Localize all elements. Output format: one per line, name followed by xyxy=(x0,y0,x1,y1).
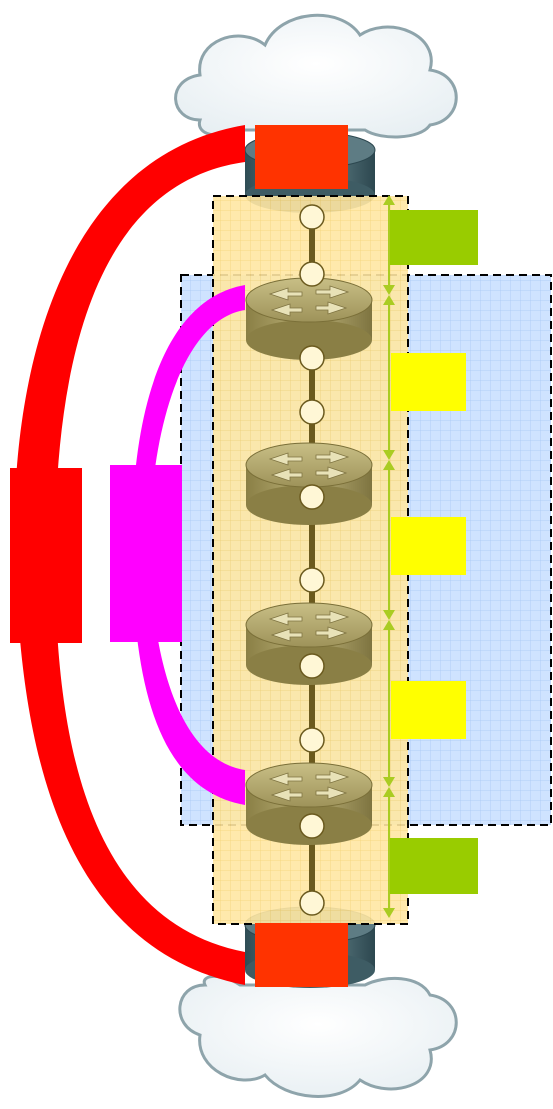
interface-10 xyxy=(299,890,325,916)
interface-3 xyxy=(299,345,325,371)
interface-2 xyxy=(299,261,325,287)
green-label-box-bottom xyxy=(390,838,478,894)
interface-6 xyxy=(299,567,325,593)
cloud-bottom xyxy=(178,974,458,1098)
router-2 xyxy=(245,442,373,525)
router-4 xyxy=(245,762,373,845)
interface-7 xyxy=(299,653,325,679)
span-arrow-1 xyxy=(383,195,395,295)
router-1 xyxy=(245,277,373,360)
red-label-box xyxy=(10,468,82,643)
magenta-arc xyxy=(131,285,245,805)
yellow-label-box-3 xyxy=(391,681,466,739)
interface-5 xyxy=(299,484,325,510)
green-label-box-top xyxy=(390,210,478,265)
cloud-top xyxy=(174,13,458,139)
interface-8 xyxy=(299,727,325,753)
interface-4 xyxy=(299,399,325,425)
edge-top-marker xyxy=(255,125,348,189)
interface-1 xyxy=(299,204,325,230)
span-arrow-2 xyxy=(383,295,395,460)
red-arc xyxy=(14,125,245,985)
yellow-label-box-1 xyxy=(391,353,466,411)
span-arrow-3 xyxy=(383,460,395,620)
edge-bottom-marker xyxy=(255,923,348,987)
yellow-label-box-2 xyxy=(391,517,466,575)
interface-9 xyxy=(299,813,325,839)
arrow-group xyxy=(383,195,395,918)
span-arrow-5 xyxy=(383,787,395,918)
span-arrow-4 xyxy=(383,620,395,787)
interface-group xyxy=(299,204,325,916)
magenta-label-box xyxy=(110,465,182,642)
